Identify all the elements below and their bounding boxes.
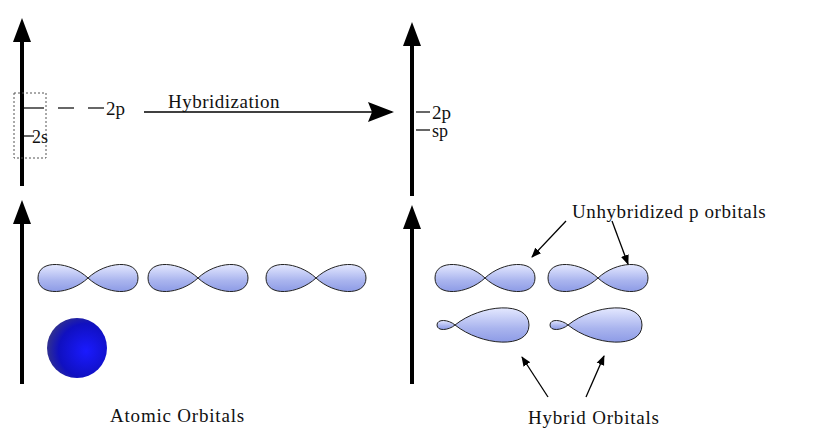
text-label: Atomic Orbitals	[110, 406, 245, 425]
text-label: Hybrid Orbitals	[528, 408, 660, 427]
text-label: sp	[432, 122, 448, 140]
process-arrow	[144, 111, 392, 113]
text-label: Hybridization	[168, 92, 280, 111]
leader-arrows	[522, 221, 628, 397]
text-label: 2p	[106, 99, 125, 118]
p-orbitals	[38, 264, 648, 342]
arrow-head	[368, 102, 394, 122]
dotted-bracket	[14, 93, 46, 158]
energy-levels	[24, 108, 430, 136]
text-label: 2p	[432, 103, 451, 122]
text-label: 2s	[32, 128, 48, 146]
energy-axis	[13, 18, 421, 384]
s-orbital	[47, 318, 107, 378]
text-label: Unhybridized p orbitals	[572, 202, 766, 221]
